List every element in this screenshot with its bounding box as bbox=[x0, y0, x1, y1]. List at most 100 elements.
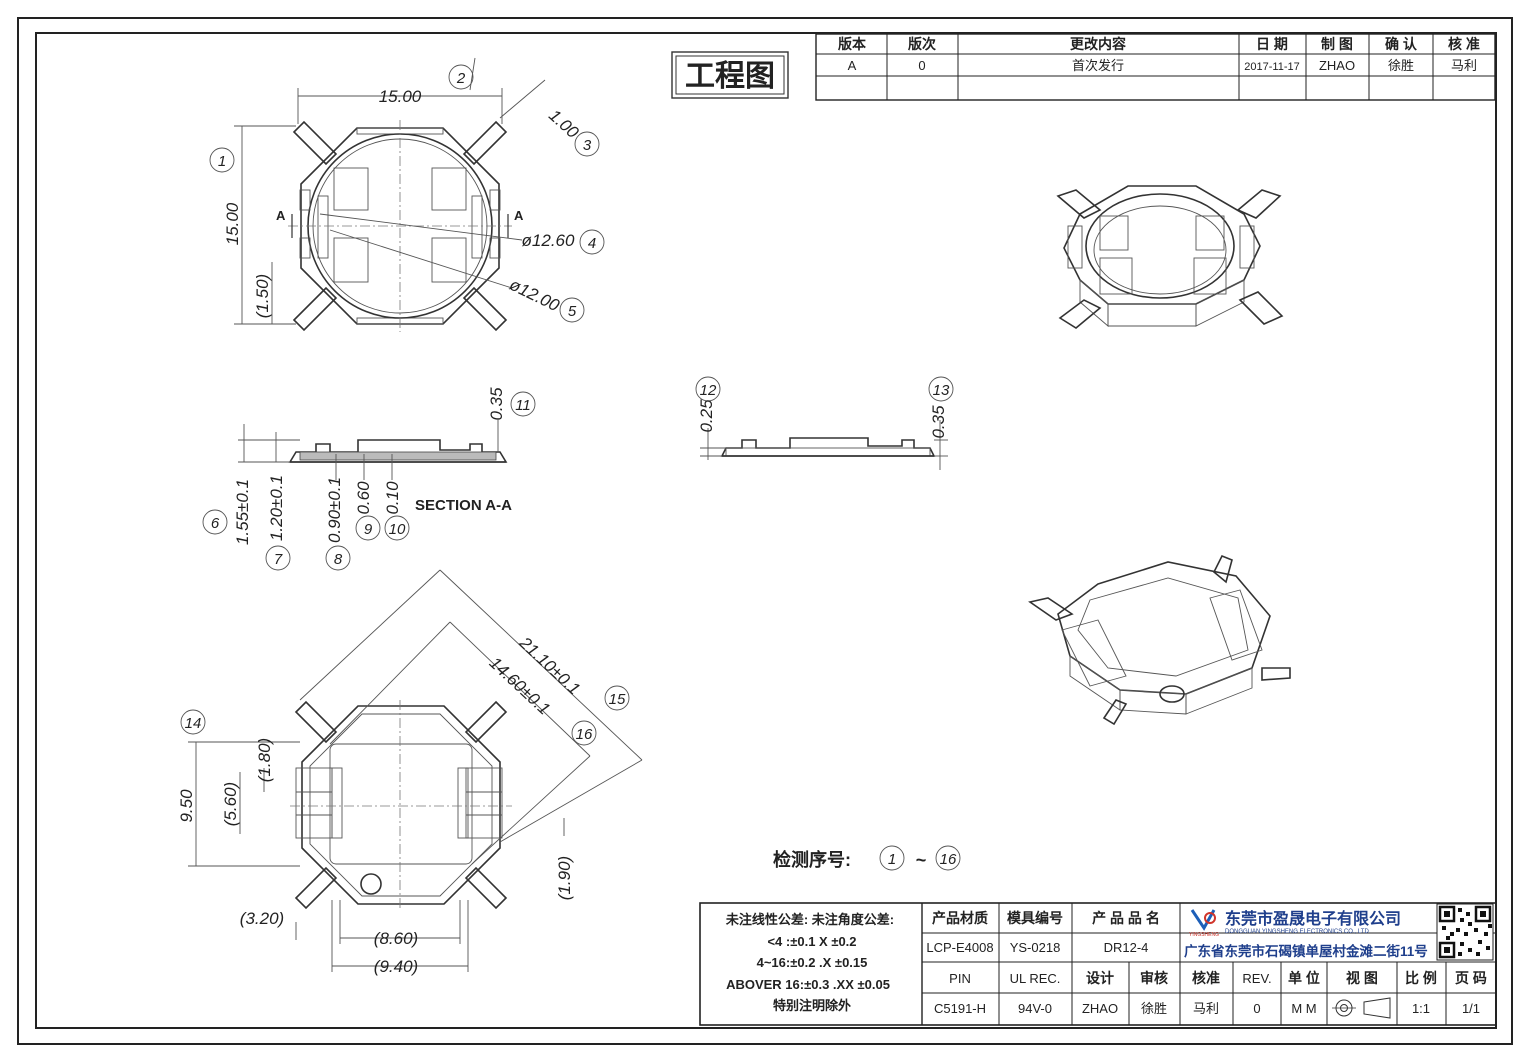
dim-top-dia-outer: ø12.60 bbox=[522, 231, 575, 250]
tb-value-product: DR12-4 bbox=[1104, 940, 1149, 955]
tb-label-scale: 比 例 bbox=[1405, 970, 1437, 986]
balloon-7: 7 bbox=[274, 551, 283, 568]
tb-value-material: LCP-E4008 bbox=[926, 940, 993, 955]
tb-label-mold: 模具编号 bbox=[1007, 910, 1063, 926]
tolerance-heading: 未注线性公差: 未注角度公差: bbox=[725, 912, 894, 927]
tolerance-line-2: 4~16:±0.2 .X ±0.15 bbox=[757, 955, 868, 970]
balloon-11: 11 bbox=[515, 397, 531, 414]
top-view: A A bbox=[276, 120, 524, 332]
dim-section-4: 0.60 bbox=[354, 481, 373, 515]
balloon-16: 16 bbox=[576, 726, 593, 743]
company-logo-icon: YINGSHENG bbox=[1189, 909, 1219, 938]
dim-section-3: 0.90±0.1 bbox=[325, 477, 344, 543]
balloon-group-top: 1 2 3 4 5 bbox=[209, 64, 605, 323]
balloon-12: 12 bbox=[700, 382, 717, 399]
iso-view-top bbox=[1056, 185, 1284, 329]
rev-header-change: 更改内容 bbox=[1070, 36, 1126, 52]
tb-label-page: 页 码 bbox=[1455, 970, 1487, 986]
dim-top-height: 15.00 bbox=[223, 202, 242, 245]
section-title: SECTION A-A bbox=[415, 497, 512, 514]
section-view bbox=[288, 439, 508, 463]
rev-header-version: 版本 bbox=[838, 36, 867, 52]
inspection-sep: ~ bbox=[916, 850, 927, 870]
dim-section-5: 0.10 bbox=[383, 481, 402, 515]
company-name: 东莞市盈晟电子有限公司 bbox=[1225, 909, 1401, 928]
title-badge-text: 工程图 bbox=[685, 60, 775, 93]
balloon-group-section: 6 7 8 9 10 11 bbox=[202, 391, 536, 571]
tb-value-design: ZHAO bbox=[1082, 1001, 1118, 1016]
tb-label-product: 产 品 品 名 bbox=[1092, 910, 1160, 926]
tb-value-unit: M M bbox=[1291, 1001, 1316, 1016]
balloon-4: 4 bbox=[588, 235, 596, 252]
tb-value-mold: YS-0218 bbox=[1010, 940, 1061, 955]
bottom-view bbox=[290, 700, 512, 910]
dim-bottom-pad-h: (1.80) bbox=[255, 738, 274, 782]
rev-header-drawn: 制 图 bbox=[1321, 36, 1353, 52]
company-logo-text: YINGSHENG bbox=[1189, 932, 1219, 938]
balloon-15: 15 bbox=[609, 691, 626, 708]
title-block: 未注线性公差: 未注角度公差: <4 :±0.1 X ±0.2 4~16:±0.… bbox=[699, 902, 1497, 1026]
dim-side-2: 0.35 bbox=[929, 405, 948, 439]
balloon-3: 3 bbox=[583, 137, 592, 154]
balloon-5: 5 bbox=[568, 303, 577, 320]
inspection-label: 检测序号: bbox=[773, 849, 851, 870]
dim-bottom-height: 9.50 bbox=[177, 789, 196, 823]
balloon-8: 8 bbox=[334, 551, 343, 568]
tb-label-rev: REV. bbox=[1242, 971, 1271, 986]
rev-value-change: 首次发行 bbox=[1072, 58, 1124, 73]
tb-label-review: 审核 bbox=[1140, 970, 1168, 986]
inner-frame bbox=[35, 32, 1497, 1029]
balloon-14: 14 bbox=[185, 715, 202, 732]
tb-value-scale: 1:1 bbox=[1412, 1001, 1430, 1016]
tolerance-line-4: 特别注明除外 bbox=[773, 998, 851, 1013]
tb-label-material: 产品材质 bbox=[932, 910, 988, 926]
tb-label-view: 视 图 bbox=[1346, 970, 1378, 986]
rev-value-approve: 马利 bbox=[1451, 58, 1477, 73]
qr-code-icon bbox=[1436, 903, 1494, 961]
inspection-range: 检测序号: 1 ~ 16 bbox=[773, 845, 961, 871]
tb-value-ul: 94V-0 bbox=[1018, 1001, 1052, 1016]
bottom-dim-lines bbox=[188, 569, 643, 972]
tb-label-approve: 核准 bbox=[1192, 970, 1220, 986]
dim-top-dia-inner: ø12.00 bbox=[506, 275, 562, 316]
rev-value-confirm: 徐胜 bbox=[1388, 58, 1414, 73]
tb-value-approve: 马利 bbox=[1193, 1001, 1219, 1016]
balloon-6: 6 bbox=[211, 515, 220, 532]
dim-section-1: 1.55±0.1 bbox=[233, 479, 252, 545]
dim-top-width: 15.00 bbox=[379, 87, 422, 106]
rev-value-date: 2017-11-17 bbox=[1244, 61, 1299, 73]
title-badge: 工程图 bbox=[671, 51, 789, 99]
dim-section-2: 1.20±0.1 bbox=[267, 475, 286, 541]
top-view-dim-lines bbox=[234, 57, 546, 325]
rev-value-edition: 0 bbox=[918, 58, 925, 73]
balloon-2: 2 bbox=[456, 70, 466, 87]
section-dim-lines bbox=[238, 420, 499, 480]
rev-header-edition: 版次 bbox=[908, 36, 936, 52]
dim-bottom-inner-h: (5.60) bbox=[221, 782, 240, 826]
rev-header-confirm: 确 认 bbox=[1385, 36, 1418, 52]
tb-label-ul: UL REC. bbox=[1010, 971, 1061, 986]
dim-top-offset: (1.50) bbox=[253, 274, 272, 318]
tb-value-review: 徐胜 bbox=[1141, 1001, 1167, 1016]
iso-view-bottom bbox=[1028, 554, 1291, 726]
balloon-10: 10 bbox=[389, 521, 406, 538]
tb-label-unit: 单 位 bbox=[1288, 970, 1320, 986]
side-dim-lines bbox=[700, 420, 948, 470]
balloon-9: 9 bbox=[364, 521, 373, 538]
dim-bottom-w2: (9.40) bbox=[374, 957, 418, 976]
balloon-group-bottom: 14 15 16 bbox=[180, 685, 630, 746]
projection-symbol-icon bbox=[1332, 997, 1391, 1019]
inspection-from: 1 bbox=[888, 851, 896, 868]
balloon-group-side: 12 13 bbox=[695, 376, 954, 402]
balloon-1: 1 bbox=[218, 153, 226, 170]
outer-frame bbox=[17, 17, 1513, 1045]
dim-side-1: 0.25 bbox=[697, 399, 716, 433]
dim-bottom-left-w: (3.20) bbox=[240, 909, 284, 928]
rev-header-approve: 核 准 bbox=[1448, 36, 1480, 52]
dim-bottom-w1: (8.60) bbox=[374, 929, 418, 948]
rev-header-date: 日 期 bbox=[1256, 36, 1288, 52]
balloon-13: 13 bbox=[933, 382, 950, 399]
company-name-en: DONGGUAN YINGSHENG ELECTRONICS CO., LTD bbox=[1225, 929, 1369, 935]
